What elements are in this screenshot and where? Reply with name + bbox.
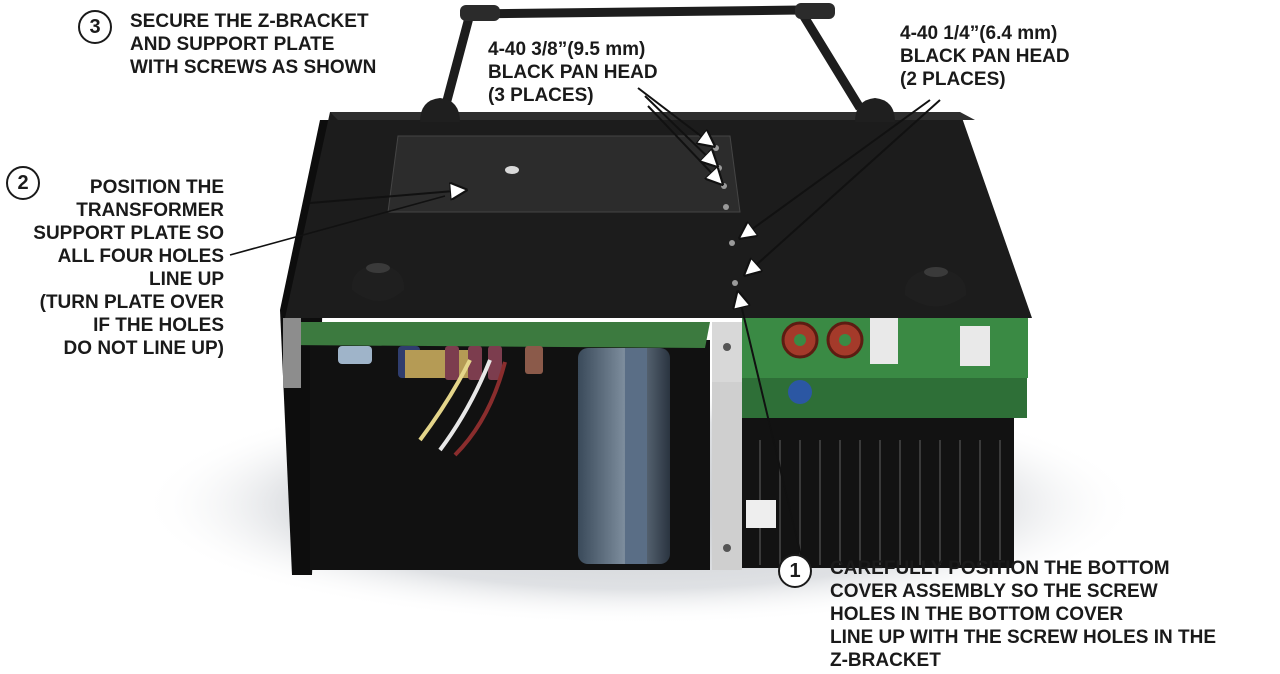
step-1-line: CAREFULLY POSITION THE BOTTOM <box>830 558 1170 579</box>
step-3-line: AND SUPPORT PLATE <box>130 34 335 55</box>
step-2-line: (TURN PLATE OVER <box>39 292 224 313</box>
step-3-number: 3 <box>78 10 112 44</box>
step-3-line: WITH SCREWS AS SHOWN <box>130 57 377 78</box>
handle <box>440 3 864 111</box>
pcb-left <box>285 322 710 348</box>
step-2-line: IF THE HOLES <box>93 315 224 336</box>
screw-spec-line: BLACK PAN HEAD <box>900 46 1070 67</box>
screw-spec-line: BLACK PAN HEAD <box>488 62 658 83</box>
step-2-line: TRANSFORMER <box>76 200 224 221</box>
filter-capacitor <box>578 348 670 564</box>
components-left <box>338 346 543 457</box>
step-2-line: ALL FOUR HOLES <box>57 246 224 267</box>
step-2-line: LINE UP <box>149 269 224 290</box>
step-3-line: SECURE THE Z-BRACKET <box>130 11 369 32</box>
screw-spec-line: 4-40 3/8”(9.5 mm) <box>488 39 646 60</box>
step-2-line: POSITION THE <box>89 177 224 198</box>
step-2-line: DO NOT LINE UP) <box>63 338 224 359</box>
screw-spec-line: 4-40 1/4”(6.4 mm) <box>900 23 1058 44</box>
step-1-instruction: CAREFULLY POSITION THE BOTTOM COVER ASSE… <box>830 557 1216 672</box>
step-1-number: 1 <box>778 554 812 588</box>
step-2-line: SUPPORT PLATE SO <box>33 223 224 244</box>
step-2-number: 2 <box>6 166 40 200</box>
transformer-support-plate <box>387 135 741 213</box>
screw-spec-line: (2 PLACES) <box>900 69 1006 90</box>
heatsink <box>742 418 1014 568</box>
step-2-instruction: POSITION THE TRANSFORMER SUPPORT PLATE S… <box>0 176 224 360</box>
leader-arrows <box>229 87 941 561</box>
screw-spec-1-4: 4-40 1/4”(6.4 mm) BLACK PAN HEAD (2 PLAC… <box>900 22 1070 91</box>
toroid-coils <box>781 318 990 404</box>
step-1-line: LINE UP WITH THE SCREW HOLES IN THE <box>830 627 1216 648</box>
step-3-instruction: SECURE THE Z-BRACKET AND SUPPORT PLATE W… <box>130 10 376 79</box>
screw-spec-3-8: 4-40 3/8”(9.5 mm) BLACK PAN HEAD (3 PLAC… <box>488 38 658 107</box>
step-1-line: Z-BRACKET <box>830 650 941 671</box>
step-1-line: COVER ASSEMBLY SO THE SCREW <box>830 581 1158 602</box>
rubber-feet <box>351 98 967 307</box>
z-bracket <box>712 322 742 570</box>
step-1-line: HOLES IN THE BOTTOM COVER <box>830 604 1124 625</box>
screw-spec-line: (3 PLACES) <box>488 85 594 106</box>
